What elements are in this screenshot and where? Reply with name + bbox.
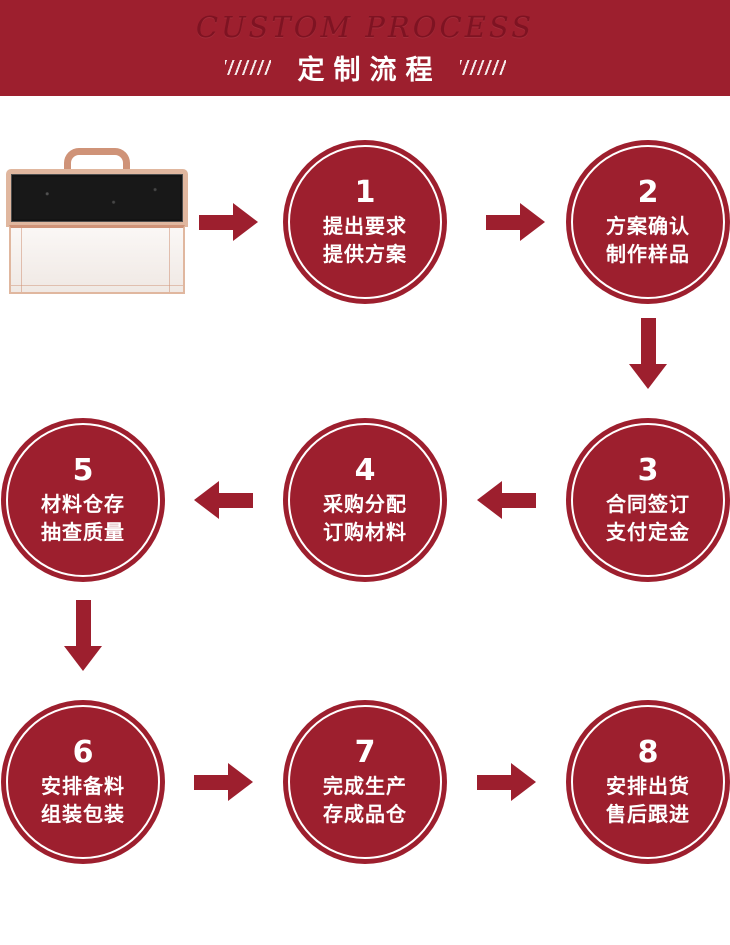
step-text-line1: 安排出货 (606, 774, 690, 799)
arrow-left-step4-to-step5 (194, 481, 253, 519)
step-text-line1: 合同签订 (606, 492, 690, 517)
arrow-down-step5-to-step6 (64, 600, 102, 671)
step-circle-4: 4 采购分配 订购材料 (283, 418, 447, 582)
step-text-line2: 抽查质量 (41, 519, 125, 544)
step-circle-5: 5 材料仓存 抽查质量 (1, 418, 165, 582)
arrow-right-step6-to-step7 (194, 763, 253, 801)
step-number: 1 (354, 174, 376, 210)
step-number: 6 (72, 734, 94, 770)
step-circle-7: 7 完成生产 存成品仓 (283, 700, 447, 864)
step-text-line1: 提出要求 (323, 214, 407, 239)
step-circle-6: 6 安排备料 组装包装 (1, 700, 165, 864)
step-text-line1: 安排备料 (41, 774, 125, 799)
step-number: 8 (637, 734, 659, 770)
step-text-line2: 制作样品 (606, 241, 690, 266)
step-text-line1: 完成生产 (323, 774, 407, 799)
step-text-line1: 材料仓存 (41, 492, 125, 517)
product-case-image (6, 148, 188, 298)
step-text-line2: 提供方案 (323, 241, 407, 266)
arrow-down-step2-to-step3 (629, 318, 667, 389)
step-text-line2: 组装包装 (41, 801, 125, 826)
step-text-line1: 采购分配 (323, 492, 407, 517)
step-text-line1: 方案确认 (606, 214, 690, 239)
step-text-line2: 存成品仓 (323, 801, 407, 826)
header-subtitle: CUSTOM PROCESS (195, 10, 535, 44)
hatch-decoration-left-icon (224, 60, 271, 75)
page-title: 定制流程 (297, 55, 442, 86)
header-banner: CUSTOM PROCESS 定制流程 (0, 0, 730, 96)
case-lid (6, 169, 188, 227)
step-circle-1: 1 提出要求 提供方案 (283, 140, 447, 304)
step-circle-3: 3 合同签订 支付定金 (566, 418, 730, 582)
case-acrylic-body (9, 225, 185, 294)
arrow-right-image-to-step1 (199, 203, 258, 241)
hatch-decoration-right-icon (459, 60, 506, 75)
header-title-row: 定制流程 (0, 48, 730, 87)
step-text-line2: 支付定金 (606, 519, 690, 544)
arrow-right-step7-to-step8 (477, 763, 536, 801)
step-text-line2: 订购材料 (323, 519, 407, 544)
step-text-line2: 售后跟进 (606, 801, 690, 826)
step-number: 5 (72, 452, 94, 488)
arrow-right-step1-to-step2 (486, 203, 545, 241)
arrow-left-step3-to-step4 (477, 481, 536, 519)
step-number: 2 (637, 174, 659, 210)
step-number: 4 (354, 452, 376, 488)
step-number: 3 (637, 452, 659, 488)
process-flow-diagram: 1 提出要求 提供方案 2 方案确认 制作样品 3 合同签订 支付定金 4 采购… (0, 96, 730, 945)
step-number: 7 (354, 734, 376, 770)
step-circle-2: 2 方案确认 制作样品 (566, 140, 730, 304)
step-circle-8: 8 安排出货 售后跟进 (566, 700, 730, 864)
